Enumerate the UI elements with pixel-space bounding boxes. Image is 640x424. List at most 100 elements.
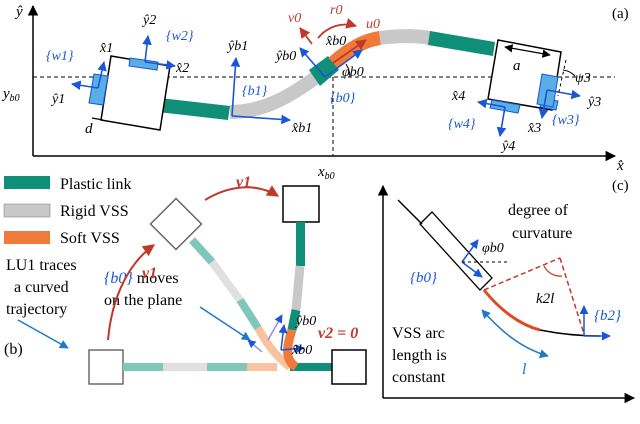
c-b0-label: {b0} — [410, 270, 437, 286]
link-diag2 — [236, 297, 262, 331]
x4-arrow — [477, 98, 506, 109]
b-xb0-label: x̂b0 — [291, 343, 312, 358]
x1-arrow — [97, 61, 107, 89]
psi-label: ψ3 — [575, 71, 591, 86]
x2-label: x̂2 — [175, 61, 189, 76]
axis-y-label: ŷ — [14, 4, 23, 20]
link-v2 — [287, 309, 301, 331]
legend-swatch-plastic — [4, 176, 50, 189]
y3-label: ŷ3 — [586, 95, 601, 110]
c-curvature-line1 — [483, 257, 561, 291]
note2-line2: on the plane — [104, 292, 182, 309]
x1-label: x̂1 — [99, 41, 113, 56]
y3-arrow — [546, 89, 581, 100]
panel-a: ŷ x̂ yb0 xb0 x̂1 ŷ1 x̂2 ŷ2 {w1} {w2} d — [1, 3, 629, 182]
x3-label: x̂3 — [527, 121, 541, 136]
legend-swatch-rigid — [3, 203, 51, 218]
unit-box-top — [282, 185, 320, 223]
a-dimension-arrow — [504, 44, 551, 58]
panel-b: Plastic link Rigid VSS Soft VSS LU1 trac… — [3, 174, 367, 385]
xb1-label: x̂b1 — [291, 121, 312, 136]
legend-swatch-soft — [4, 231, 50, 244]
v1-label-lower: v1 — [142, 265, 157, 282]
c-arc-length-arrow — [481, 309, 549, 359]
rigid-diag — [208, 259, 244, 303]
legend-rigid-label: Rigid VSS — [60, 203, 129, 220]
x3-arrow — [538, 89, 549, 119]
lu1-start-box — [88, 349, 124, 385]
v0-arrow — [299, 27, 313, 45]
link-h2 — [207, 363, 247, 371]
y4-arrow — [496, 106, 507, 137]
rigid-v — [291, 265, 305, 311]
wheel-w1 — [88, 73, 109, 106]
c-k2l-label: k2l — [536, 291, 554, 307]
b-faded-frame-arrow — [267, 314, 283, 341]
x4-label: x̂4 — [451, 89, 465, 104]
rigid-h — [163, 363, 207, 371]
legend-plastic-label: Plastic link — [60, 176, 132, 193]
frame-b1-label: {b1} — [242, 84, 268, 99]
d-label: d — [85, 121, 93, 137]
c-phi-label: φb0 — [482, 241, 504, 256]
phi-arc — [345, 63, 351, 78]
frame-b0-label: {b0} — [330, 91, 356, 106]
d-dimension-line — [91, 117, 104, 121]
a-label: a — [513, 58, 521, 74]
v0-label: v0 — [288, 11, 301, 26]
frame-w2-label: {w2} — [166, 29, 194, 44]
soft-v — [283, 328, 299, 371]
b-xb0-arrow — [280, 344, 305, 354]
phi-label: φb0 — [342, 65, 364, 80]
rigid-vss-left — [229, 72, 320, 119]
yb0-label: ŷb0 — [274, 49, 296, 64]
u0-arrow — [332, 39, 367, 64]
panel-c: φb0 {b0} k2l degree of curvature {b2} l … — [377, 178, 636, 404]
c-curvature-line2 — [559, 257, 585, 335]
yb1-label: ŷb1 — [226, 39, 248, 54]
rigid-vss-right — [378, 29, 432, 45]
note2-line1: {b0} moves — [104, 270, 179, 287]
unit-box-end — [331, 349, 367, 385]
frame-w1-label: {w1} — [46, 49, 74, 64]
v1-label-upper: v1 — [236, 174, 251, 191]
v1-arrow-upper — [204, 185, 280, 201]
v1-arrow-lower — [107, 244, 155, 341]
u0-label: u0 — [366, 17, 380, 32]
c-rigid-segment — [539, 329, 601, 337]
note1-pointer-arrow — [17, 319, 69, 349]
panel-c-label: (c) — [612, 178, 629, 194]
y4-label: ŷ4 — [500, 139, 515, 154]
soft-h — [247, 363, 277, 371]
xb0-label: x̂b0 — [325, 34, 346, 49]
panel-b-label: (b) — [4, 341, 23, 358]
c-b0-xarrow — [461, 261, 483, 278]
c-b0-yarrow — [461, 239, 479, 263]
r0-label: r0 — [330, 3, 342, 18]
y2-arrow — [142, 35, 152, 63]
yb0-arrow — [299, 47, 326, 78]
c-degree-line2: curvature — [512, 225, 572, 242]
yb1-arrow — [230, 57, 241, 117]
c-link-line — [397, 199, 423, 225]
legend-soft-label: Soft VSS — [60, 230, 120, 247]
note1-line1: LU1 traces — [6, 257, 77, 274]
b-faded-frame-arrow2 — [247, 339, 263, 353]
yb0-tick-label: yb0 — [1, 86, 20, 104]
x2-arrow — [144, 60, 176, 70]
link-diag1 — [189, 237, 215, 265]
c-arc-line1: VSS arc — [392, 325, 445, 342]
y1-label: ŷ1 — [50, 92, 65, 107]
frame-w3-label: {w3} — [552, 113, 580, 128]
link-h3 — [290, 363, 332, 371]
y2-label: ŷ2 — [141, 13, 156, 28]
psi-arc — [562, 69, 576, 77]
wheel-w2 — [128, 57, 159, 71]
b-yb0-label: ŷb0 — [294, 314, 316, 329]
y1-arrow — [71, 80, 99, 91]
xb1-arrow — [231, 114, 291, 125]
r0-arrow — [317, 18, 358, 39]
lu1-mid-box — [149, 197, 203, 251]
c-curvature-angle-arc — [543, 265, 563, 277]
